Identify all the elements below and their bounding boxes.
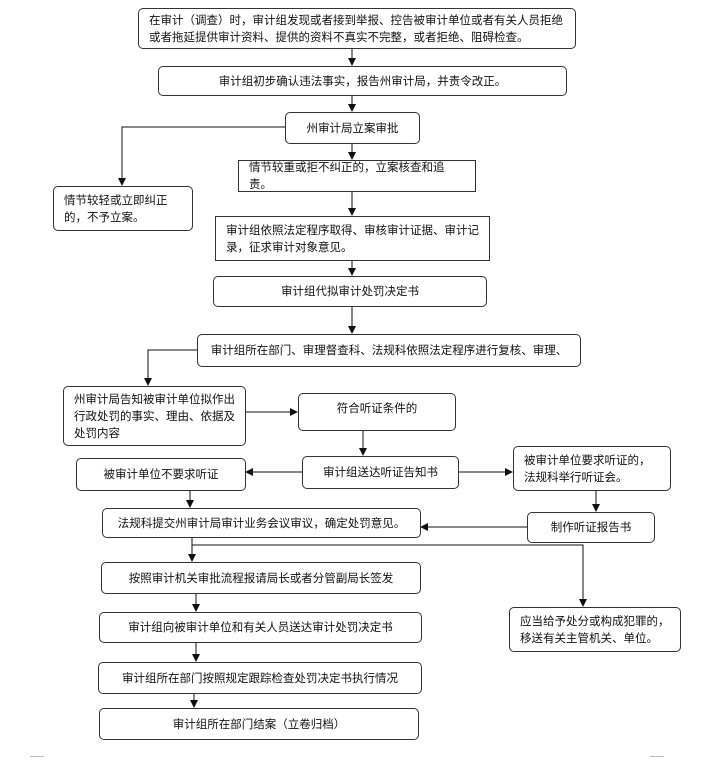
node-text: 被审计单位不要求听证	[103, 467, 219, 481]
node-serious-filing: 情节较重或拒不纠正的，立案核查和追责。	[238, 160, 476, 192]
node-hearing-requested: 被审计单位要求听证的，法规科举行听证会。	[513, 446, 671, 491]
arrow-meeting-to-transfer	[192, 544, 587, 607]
node-text: 州审计局告知被审计单位拟作出行政处罚的事实、理由、依据及处罚内容	[74, 391, 235, 440]
node-hearing-conditions: 符合听证条件的	[298, 393, 456, 431]
node-hearing-report: 制作听证报告书	[527, 512, 655, 543]
node-text: 审计组所在部门按照规定跟踪检查处罚决定书执行情况	[122, 670, 398, 685]
node-text: 州审计局立案审批	[306, 120, 399, 135]
node-text: 审计组依照法定程序取得、审核审计证据、审计记录，征求审计对象意见。	[226, 222, 479, 254]
node-track-execution: 审计组所在部门按照规定跟踪检查处罚决定书执行情况	[98, 662, 422, 694]
node-text: 审计组初步确认违法事实，报告州审计局，并责令改正。	[218, 73, 507, 88]
node-text: 审计组送达听证告知书	[323, 465, 438, 479]
node-obtain-evidence: 审计组依照法定程序取得、审核审计证据、审计记录，征求审计对象意见。	[215, 216, 490, 261]
node-transfer: 应当给予处分或构成犯罪的，移送有关主管机关、单位。	[509, 607, 681, 652]
node-text: 符合听证条件的	[336, 401, 418, 415]
node-text: 被审计单位要求听证的，法规科举行听证会。	[524, 452, 651, 484]
node-text: 情节较重或拒不纠正的，立案核查和追责。	[249, 160, 445, 191]
node-deliver-hearing-notice: 审计组送达听证告知书	[302, 456, 459, 489]
arrow-approval-to-minor	[118, 126, 285, 186]
node-start: 在审计（调查）时，审计组发现或者接到举报、控告被审计单位或者有关人员拒绝或者拖延…	[138, 8, 576, 49]
node-minor-no-filing: 情节较轻或立即纠正的，不予立案。	[53, 186, 193, 231]
node-text: 情节较轻或立即纠正的，不予立案。	[64, 192, 168, 224]
node-no-hearing-requested: 被审计单位不要求听证	[76, 458, 246, 491]
node-filing-approval: 州审计局立案审批	[285, 112, 420, 144]
node-text: 审计组所在部门结案（立卷归档）	[172, 716, 346, 731]
node-submit-meeting: 法规科提交州审计局审计业务会议审议，确定处罚意见。	[102, 508, 421, 538]
node-review: 审计组所在部门、审理督查科、法规科依照法定程序进行复核、审理、	[197, 334, 581, 367]
node-draft-decision: 审计组代拟审计处罚决定书	[213, 276, 487, 307]
page-corner-mark-left	[30, 756, 44, 767]
page-corner-mark-right	[650, 756, 664, 767]
node-deliver-decision: 审计组向被审计单位和有关人员送达审计处罚决定书	[99, 612, 422, 643]
node-notify-unit: 州审计局告知被审计单位拟作出行政处罚的事实、理由、依据及处罚内容	[63, 386, 246, 446]
node-text: 法规科提交州审计局审计业务会议审议，确定处罚意见。	[117, 515, 406, 530]
node-start-text: 在审计（调查）时，审计组发现或者接到举报、控告被审计单位或者有关人员拒绝或者拖延…	[149, 12, 563, 44]
node-text: 审计组代拟审计处罚决定书	[281, 284, 419, 298]
node-preliminary-confirm: 审计组初步确认违法事实，报告州审计局，并责令改正。	[158, 66, 567, 96]
arrow-review-to-notify	[144, 349, 197, 386]
node-text: 审计组所在部门、审理督查科、法规科依照法定程序进行复核、审理、	[210, 343, 568, 357]
node-text: 制作听证报告书	[550, 520, 632, 534]
node-sign-off: 按照审计机关审批流程报请局长或者分管副局长签发	[101, 562, 421, 594]
node-text: 审计组向被审计单位和有关人员送达审计处罚决定书	[128, 620, 393, 634]
node-text: 应当给予处分或构成犯罪的，移送有关主管机关、单位。	[520, 613, 670, 645]
node-text: 按照审计机关审批流程报请局长或者分管副局长签发	[128, 570, 394, 585]
node-close-case: 审计组所在部门结案（立卷归档）	[99, 708, 419, 740]
